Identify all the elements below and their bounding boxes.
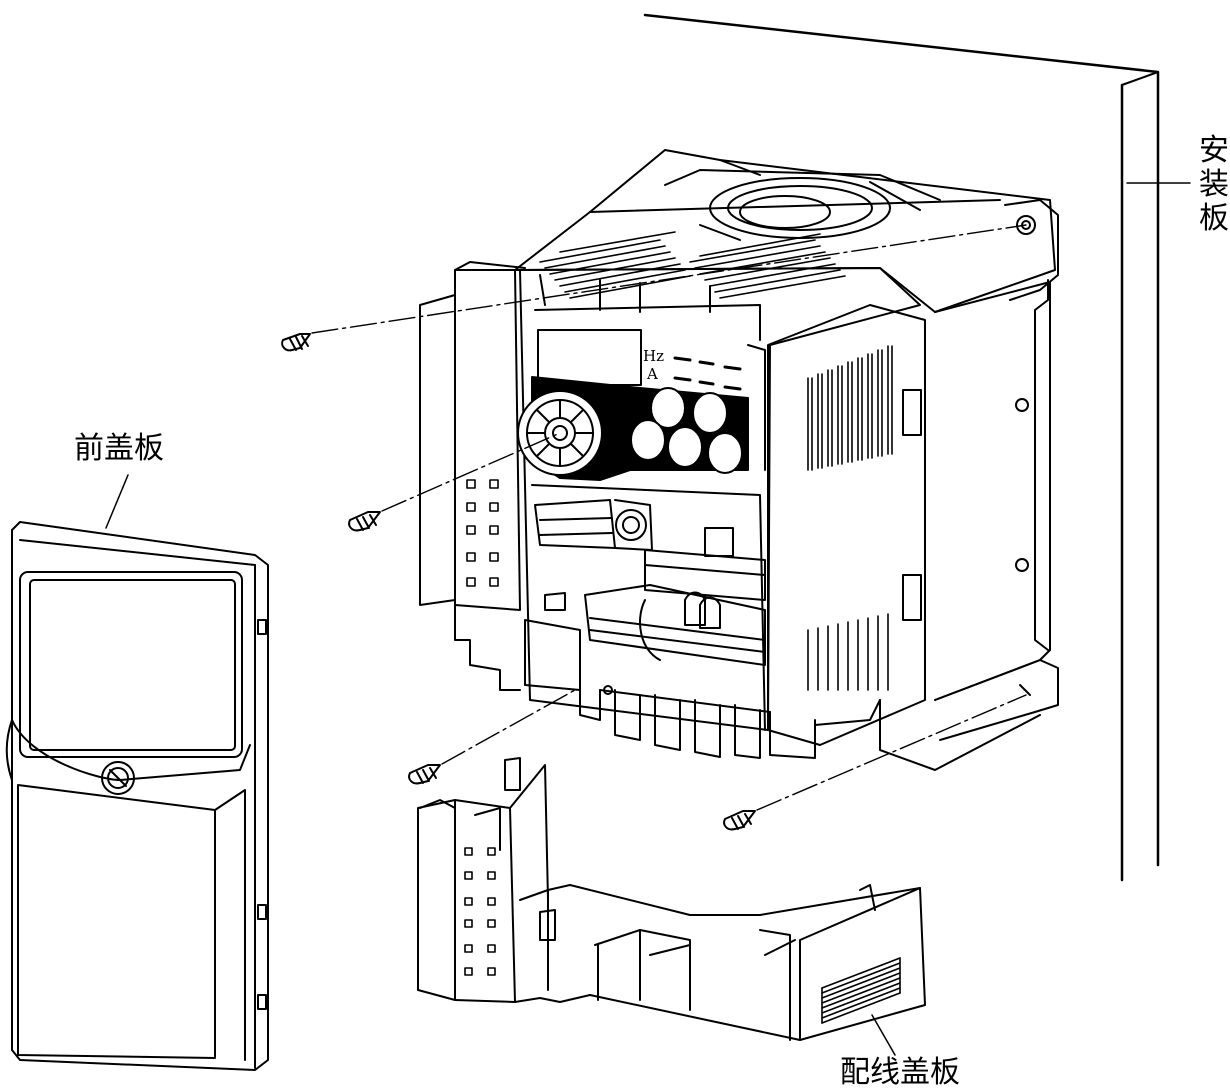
side-vents bbox=[807, 345, 893, 691]
cover-knob-icon bbox=[101, 761, 135, 795]
terminal-block-upper bbox=[534, 499, 766, 601]
inverter-body bbox=[419, 149, 1059, 771]
label-front-cover: 前盖板 bbox=[74, 431, 164, 466]
screw-middle-left bbox=[348, 511, 381, 532]
screw-top-left bbox=[281, 333, 311, 352]
screw-bottom-left bbox=[408, 764, 441, 785]
label-wiring-cover: 配线盖板 bbox=[840, 1055, 960, 1090]
screw-bottom-right bbox=[723, 810, 756, 831]
label-mounting-plate: 安装板 bbox=[1199, 133, 1229, 236]
keypad-buttons bbox=[630, 387, 743, 474]
mounting-plate bbox=[643, 13, 1160, 882]
bottom-fins bbox=[524, 619, 881, 759]
panel-label-hz: Hz bbox=[643, 347, 664, 365]
alignment-lines bbox=[311, 224, 1027, 811]
front-cover bbox=[5, 521, 269, 1071]
terminal-block-lower bbox=[584, 584, 766, 666]
led-indicators bbox=[673, 356, 742, 391]
top-vents bbox=[539, 231, 846, 299]
panel-label-a: A bbox=[647, 365, 658, 383]
fan-icon bbox=[664, 159, 941, 241]
wiring-cover bbox=[417, 757, 926, 1041]
wiring-cover-leader bbox=[871, 1014, 896, 1056]
dial-icon bbox=[517, 390, 603, 476]
wiring-cover-holes bbox=[464, 847, 496, 976]
wiring-cover-vents bbox=[821, 957, 901, 1024]
snap-holes bbox=[466, 479, 499, 587]
front-cover-leader bbox=[105, 474, 129, 529]
